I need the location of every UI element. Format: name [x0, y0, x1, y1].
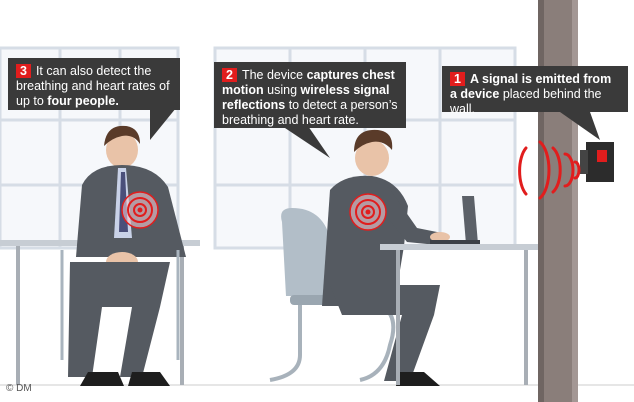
chair-left [60, 250, 180, 360]
callout-2-text-a: The device [241, 68, 307, 82]
callout-2-text-b: captures chest motion [222, 68, 395, 97]
signal-waves-icon [518, 140, 581, 200]
callout-2-text-e: to detect a person’s breathing and heart… [222, 98, 402, 127]
callout-2-text-d: wireless signal reflections [222, 83, 390, 112]
credit-label: © DM [6, 383, 32, 394]
callout-1-text-b: placed behind the wall. [450, 87, 605, 116]
pulse-target-center [349, 193, 387, 231]
callout-2-number: 2 [222, 68, 237, 82]
man-center [322, 129, 450, 386]
emitter-device [580, 142, 614, 182]
pulse-target-left [121, 191, 159, 229]
callout-3-number: 3 [16, 64, 31, 78]
callout-3-text-a: It can also detect the breathing and hea… [16, 64, 174, 108]
callout-2-text-c: using [263, 83, 301, 97]
callout-pointers [150, 108, 600, 158]
callout-3-text-b: four people. [47, 94, 119, 108]
laptop [430, 196, 480, 244]
wall [538, 0, 578, 402]
center-desk [380, 244, 538, 385]
callout-1-text-a: A signal is emitted from a device [450, 72, 612, 101]
callout-1-number: 1 [450, 72, 465, 86]
